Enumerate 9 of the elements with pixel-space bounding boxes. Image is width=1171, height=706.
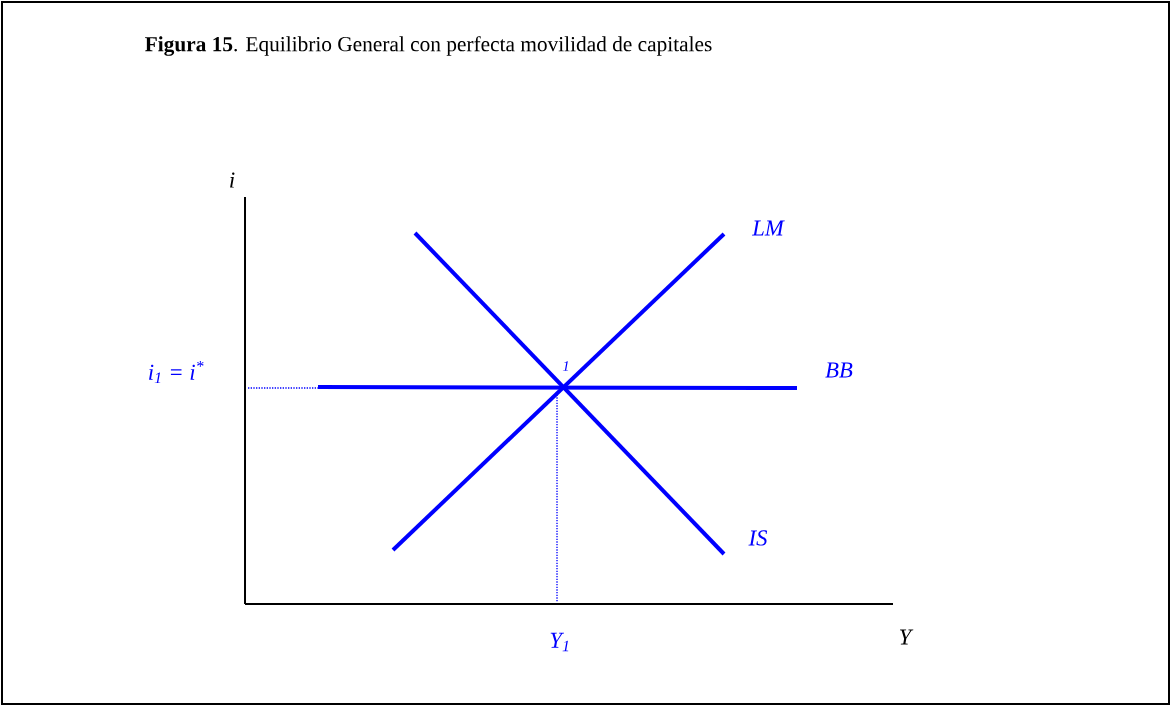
curve-label: LM	[752, 220, 785, 236]
axis-label: i	[230, 172, 235, 188]
curve-label: BB	[825, 362, 853, 378]
axis-label: Y$_{1}$	[550, 632, 569, 652]
axis-label: Y	[900, 629, 914, 645]
title: Figura 15. Equilibrio General con perfecta movilidad de capitales	[145, 36, 712, 56]
curve-label: IS	[748, 530, 768, 546]
point-label: 1	[562, 361, 569, 371]
axis-label: i$_{1}$ = i$^{*}$	[149, 360, 204, 384]
